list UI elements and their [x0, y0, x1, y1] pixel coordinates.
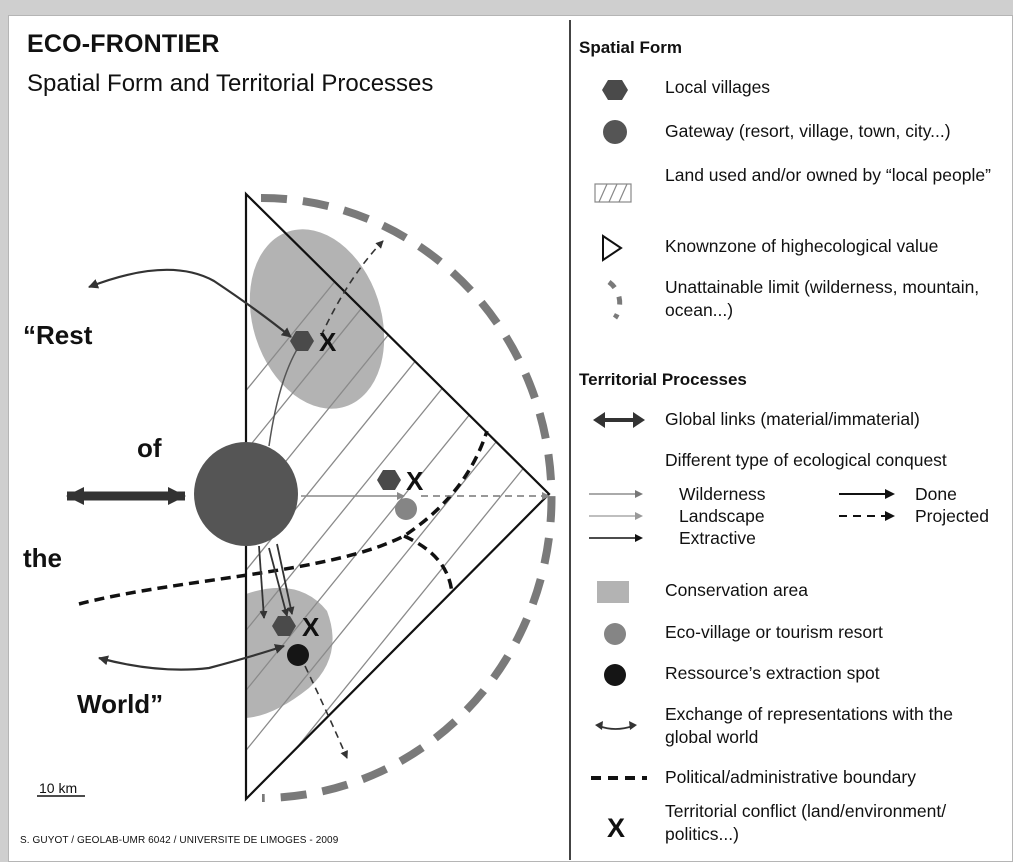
gateway-icon	[603, 120, 627, 144]
legend-projected: Projected	[915, 506, 989, 526]
legend-conquest-types: Different type of ecological conquest	[665, 450, 947, 470]
legend-conflict: Territorial conflict (land/environment/ …	[665, 801, 947, 844]
conflict-mark-center: X	[406, 466, 424, 496]
scale-label: 10 km	[39, 780, 77, 796]
legend-local-villages: Local villages	[665, 77, 771, 97]
exchange-arrow-south	[98, 644, 285, 671]
eco-village-icon	[604, 623, 626, 645]
global-links-icon	[593, 412, 645, 428]
frontier-map: X X X “Rest of the World” 10 km	[23, 191, 556, 802]
local-village-icon	[602, 80, 628, 100]
extractive-arrow-south-2	[268, 547, 290, 617]
legend-gateway: Gateway (resort, village, town, city...)	[665, 121, 951, 141]
gateway	[194, 442, 298, 546]
of-label: of	[137, 433, 162, 463]
the-label: the	[23, 543, 62, 573]
projected-arrow-north	[320, 240, 384, 337]
village-center	[377, 470, 401, 490]
conquest-arrows-icon	[589, 490, 643, 542]
page-subtitle: Spatial Form and Territorial Processes	[27, 70, 434, 97]
conflict-mark-south: X	[302, 612, 320, 642]
figure-frame: X X X “Rest of the World” 10 km ECO-FRON…	[8, 15, 1013, 862]
conflict-mark-north: X	[319, 327, 337, 357]
legend-done: Done	[915, 484, 957, 504]
boundary-arc	[403, 534, 454, 595]
legend-exchange: Exchange of representations with the glo…	[665, 704, 953, 747]
exchange-arrow-north	[88, 268, 292, 338]
legend-political-boundary: Political/administrative boundary	[665, 767, 916, 787]
legend-heading-territorial-processes: Territorial Processes	[579, 370, 747, 389]
conservation-area-north	[249, 229, 385, 409]
extraction-spot-icon	[604, 664, 626, 686]
eco-village-resort	[395, 498, 417, 520]
projected-arrow-south	[304, 665, 348, 759]
page-title: ECO-FRONTIER	[27, 30, 220, 58]
legend-conservation-area: Conservation area	[665, 580, 808, 600]
exchange-arrow-icon	[595, 721, 637, 730]
conflict-x-icon: X	[607, 813, 626, 843]
legend-landscape: Landscape	[679, 506, 765, 526]
legend-global-links: Global links (material/immaterial)	[665, 409, 920, 429]
legend-known-zone: Knownzone of highecological value	[665, 236, 939, 256]
legend-extraction-spot: Ressource’s extraction spot	[665, 663, 880, 683]
legend-unattainable-limit: Unattainable limit (wilderness, mountain…	[665, 277, 980, 320]
village-south	[272, 616, 296, 636]
rest-label: “Rest	[23, 320, 93, 350]
political-boundary	[78, 430, 489, 606]
hatched-land-icon	[594, 183, 632, 203]
unattainable-limit	[260, 193, 556, 802]
legend-extractive: Extractive	[679, 528, 756, 548]
credit-line: S. GUYOT / GEOLAB-UMR 6042 / UNIVERSITE …	[20, 835, 339, 846]
extractive-arrow-south-1	[258, 545, 268, 619]
world-label: World”	[77, 689, 163, 719]
conservation-area-icon	[597, 581, 629, 603]
political-boundary-icon	[591, 776, 647, 780]
known-zone-triangle-icon	[602, 234, 623, 262]
unattainable-limit-icon	[607, 279, 623, 320]
done-projected-icon	[839, 489, 895, 521]
legend-land-used: Land used and/or owned by “local people”	[665, 165, 991, 185]
legend-heading-spatial-form: Spatial Form	[579, 38, 682, 57]
legend-eco-village: Eco-village or tourism resort	[665, 622, 883, 642]
village-north	[290, 331, 314, 351]
legend-wilderness: Wilderness	[679, 484, 766, 504]
extraction-spot	[287, 644, 309, 666]
legend-divider	[569, 20, 571, 860]
extractive-arrow-south-3	[276, 543, 295, 615]
